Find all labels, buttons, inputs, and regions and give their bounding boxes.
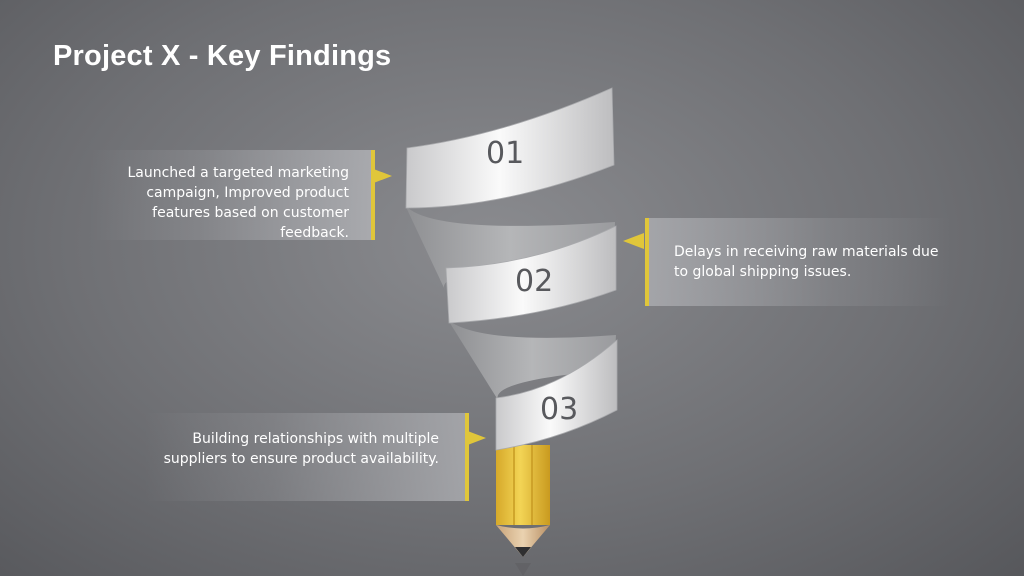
ribbon-turn-3	[495, 339, 618, 451]
pencil-icon	[496, 445, 550, 576]
callout-pointer-3	[465, 430, 486, 446]
finding-text-2: Delays in receiving raw materials due to…	[674, 244, 939, 280]
finding-text-1: Launched a targeted marketing campaign, …	[127, 165, 349, 241]
finding-callout-1: Launched a targeted marketing campaign, …	[90, 150, 375, 241]
finding-text-3: Building relationships with multiple sup…	[163, 431, 439, 467]
step-number-2: 02	[515, 264, 553, 299]
slide-title: Project X - Key Findings	[53, 40, 392, 72]
ribbon-turn-1	[405, 87, 615, 209]
step-number-3: 03	[540, 392, 578, 427]
ribbon-turn-2	[445, 225, 617, 324]
finding-callout-3: Building relationships with multiple sup…	[145, 413, 469, 501]
callout-pointer-1	[371, 168, 392, 184]
finding-callout-2: Delays in receiving raw materials due to…	[645, 218, 950, 306]
step-number-1: 01	[486, 136, 524, 171]
callout-pointer-2	[623, 233, 644, 249]
